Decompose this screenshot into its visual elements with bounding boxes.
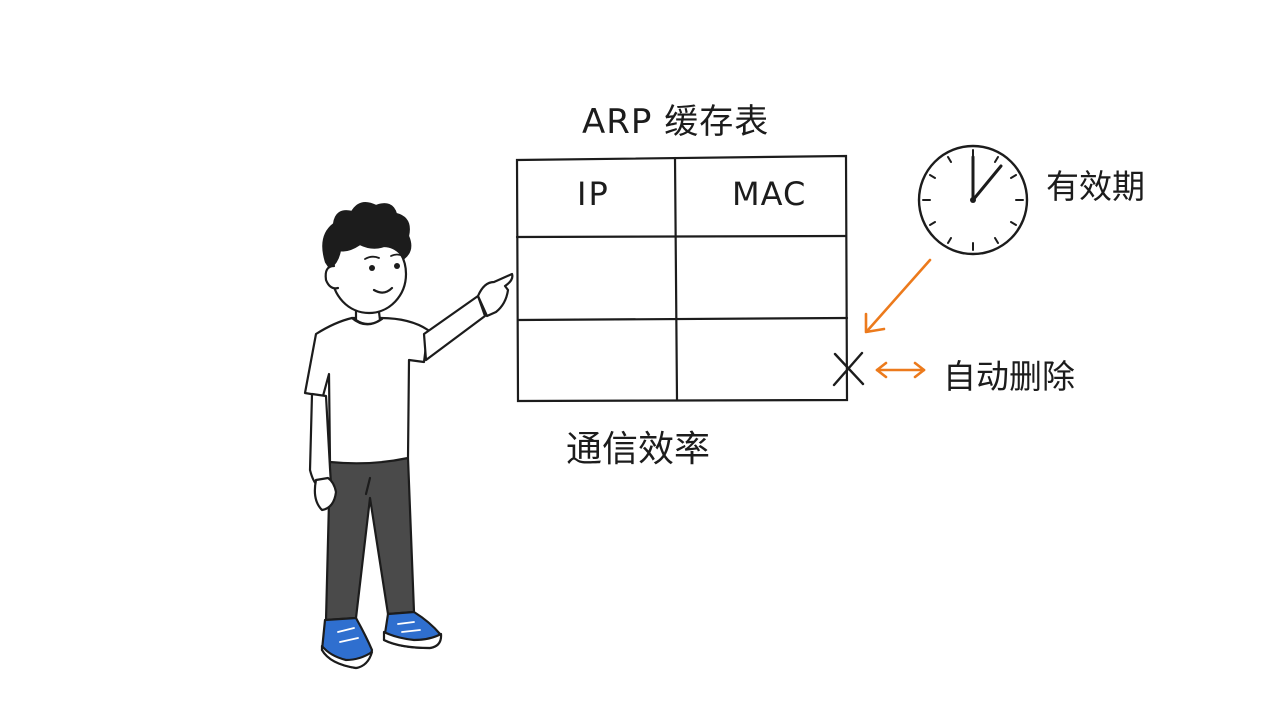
- arp-cache-table: [515, 154, 849, 403]
- expiry-label: 有效期: [1046, 167, 1145, 206]
- table-column-divider: [673, 156, 679, 402]
- efficiency-label: 通信效率: [566, 429, 711, 470]
- auto-delete-label: 自动删除: [943, 357, 1075, 396]
- table-title: ARP 缓存表: [582, 102, 770, 142]
- presenter-figure: [303, 201, 514, 670]
- x-mark-icon: [832, 351, 865, 387]
- table-row-divider: [515, 234, 848, 239]
- shirt: [303, 316, 430, 465]
- column-header-mac: MAC: [732, 175, 807, 213]
- hair: [322, 201, 412, 270]
- clock-icon: [917, 144, 1029, 256]
- double-arrow-icon: [875, 361, 926, 379]
- arrow-down-left-icon: [864, 258, 932, 334]
- table-row-divider: [516, 316, 849, 322]
- column-header-ip: IP: [577, 175, 610, 213]
